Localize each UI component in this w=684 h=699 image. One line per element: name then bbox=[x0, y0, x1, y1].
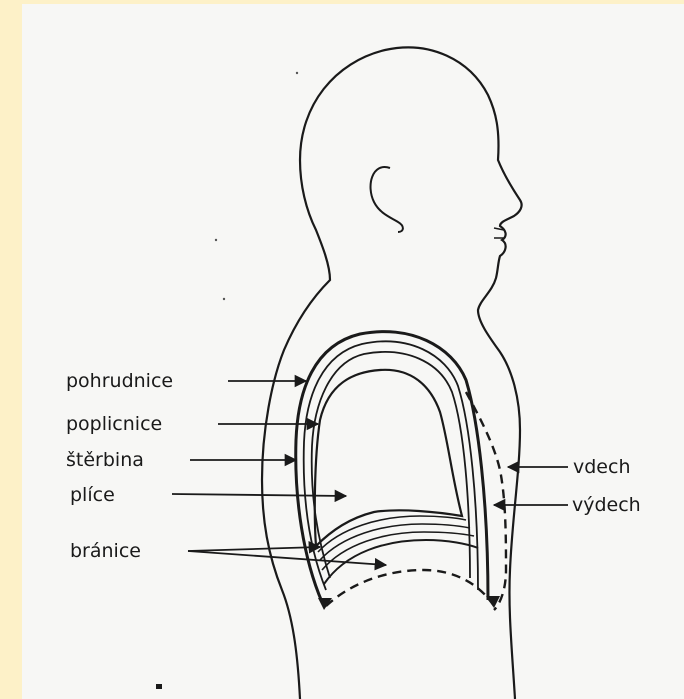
right-corner-arrow bbox=[486, 596, 500, 608]
arrow-plice bbox=[172, 494, 346, 496]
speck bbox=[296, 72, 298, 74]
label-sterbina: štěrbina bbox=[66, 449, 144, 471]
label-vydech: výdech bbox=[572, 494, 641, 516]
speck bbox=[215, 239, 217, 241]
diaphragm-layer-3 bbox=[322, 532, 474, 570]
label-branice: bránice bbox=[70, 540, 141, 562]
label-plice: plíce bbox=[70, 484, 115, 506]
lung-outline bbox=[315, 370, 462, 546]
arrow-branice-1 bbox=[188, 547, 320, 551]
label-poplicnice: poplicnice bbox=[66, 413, 162, 435]
speck bbox=[223, 298, 225, 300]
speck bbox=[156, 684, 162, 689]
label-vdech: vdech bbox=[573, 456, 630, 478]
body-outline bbox=[262, 47, 522, 699]
inhale-diaphragm-dashed bbox=[326, 570, 494, 606]
ear-outline bbox=[371, 167, 403, 232]
lips-detail bbox=[494, 228, 504, 238]
label-pohrudnice: pohrudnice bbox=[66, 370, 173, 392]
arrow-branice-2 bbox=[188, 551, 386, 565]
